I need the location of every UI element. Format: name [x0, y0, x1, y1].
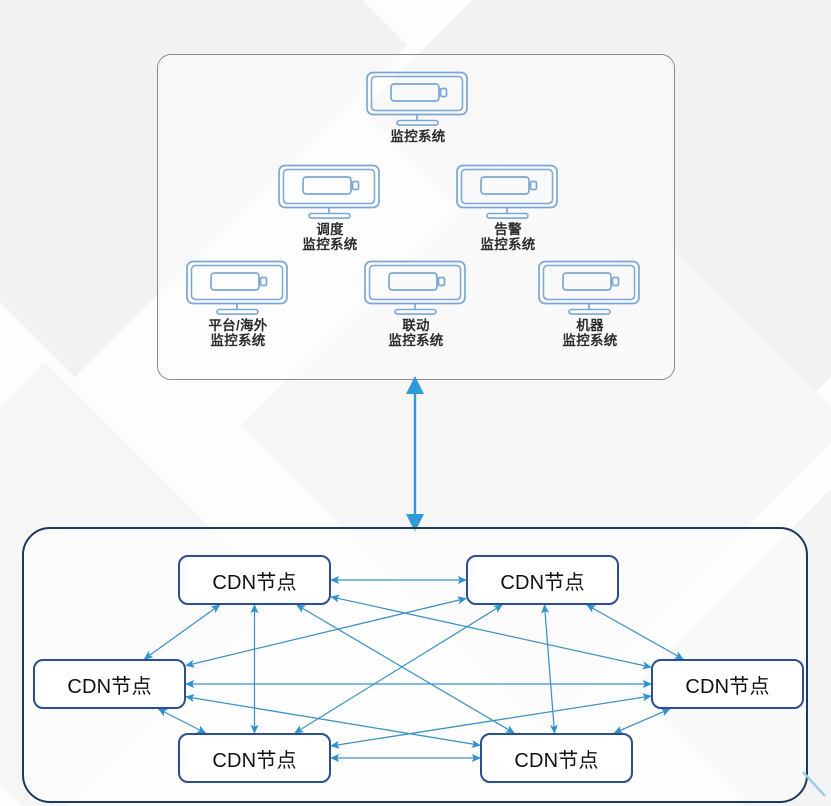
monitor-icon — [278, 164, 380, 219]
arrow-down-icon — [406, 514, 424, 532]
monitoring-node-label: 监控系统 — [390, 129, 446, 144]
monitoring-node-mon-platform[interactable]: 平台/海外 监控系统 — [163, 259, 313, 349]
cdn-mesh-edge — [330, 693, 652, 749]
cdn-node-cdn-tr[interactable]: CDN节点 — [466, 555, 619, 605]
monitoring-node-label: 告警 监控系统 — [480, 222, 536, 253]
monitoring-node-mon-linkage[interactable]: 联动 监控系统 — [341, 259, 491, 349]
cdn-mesh-edges — [143, 575, 684, 763]
monitoring-node-label: 平台/海外 监控系统 — [208, 318, 268, 349]
cdn-mesh-edge — [541, 604, 558, 734]
monitoring-node-label: 机器 监控系统 — [562, 318, 618, 349]
monitoring-systems-panel — [157, 54, 675, 380]
monitoring-node-mon-machine[interactable]: 机器 监控系统 — [515, 259, 665, 349]
cdn-node-cdn-r[interactable]: CDN节点 — [651, 659, 804, 709]
monitor-icon — [364, 260, 466, 315]
monitor-icon — [538, 260, 640, 315]
cdn-node-cdn-br[interactable]: CDN节点 — [480, 733, 633, 783]
cdn-mesh-edge — [143, 604, 221, 660]
bidirectional-connector-arrow — [406, 376, 424, 532]
cdn-mesh-edge — [296, 604, 515, 734]
cdn-mesh-edge — [613, 708, 671, 734]
monitoring-node-mon-schedule[interactable]: 调度 监控系统 — [255, 163, 405, 253]
cdn-node-cdn-bl[interactable]: CDN节点 — [178, 733, 331, 783]
monitor-icon — [186, 260, 288, 315]
cdn-mesh-edge — [294, 604, 503, 734]
monitoring-node-mon-root[interactable]: 监控系统 — [343, 70, 493, 144]
monitoring-node-label: 调度 监控系统 — [302, 222, 358, 253]
monitor-icon — [366, 71, 468, 126]
cdn-mesh-edge — [586, 604, 684, 660]
cdn-node-cdn-l[interactable]: CDN节点 — [33, 659, 186, 709]
monitoring-node-label: 联动 监控系统 — [388, 318, 444, 349]
cdn-mesh-edge — [157, 708, 207, 734]
cdn-mesh-edge — [185, 596, 467, 668]
monitor-icon — [456, 164, 558, 219]
monitoring-node-mon-alarm[interactable]: 告警 监控系统 — [433, 163, 583, 253]
cdn-mesh-edge — [330, 594, 652, 670]
arrow-up-icon — [406, 376, 424, 394]
cdn-node-cdn-tl[interactable]: CDN节点 — [178, 555, 331, 605]
